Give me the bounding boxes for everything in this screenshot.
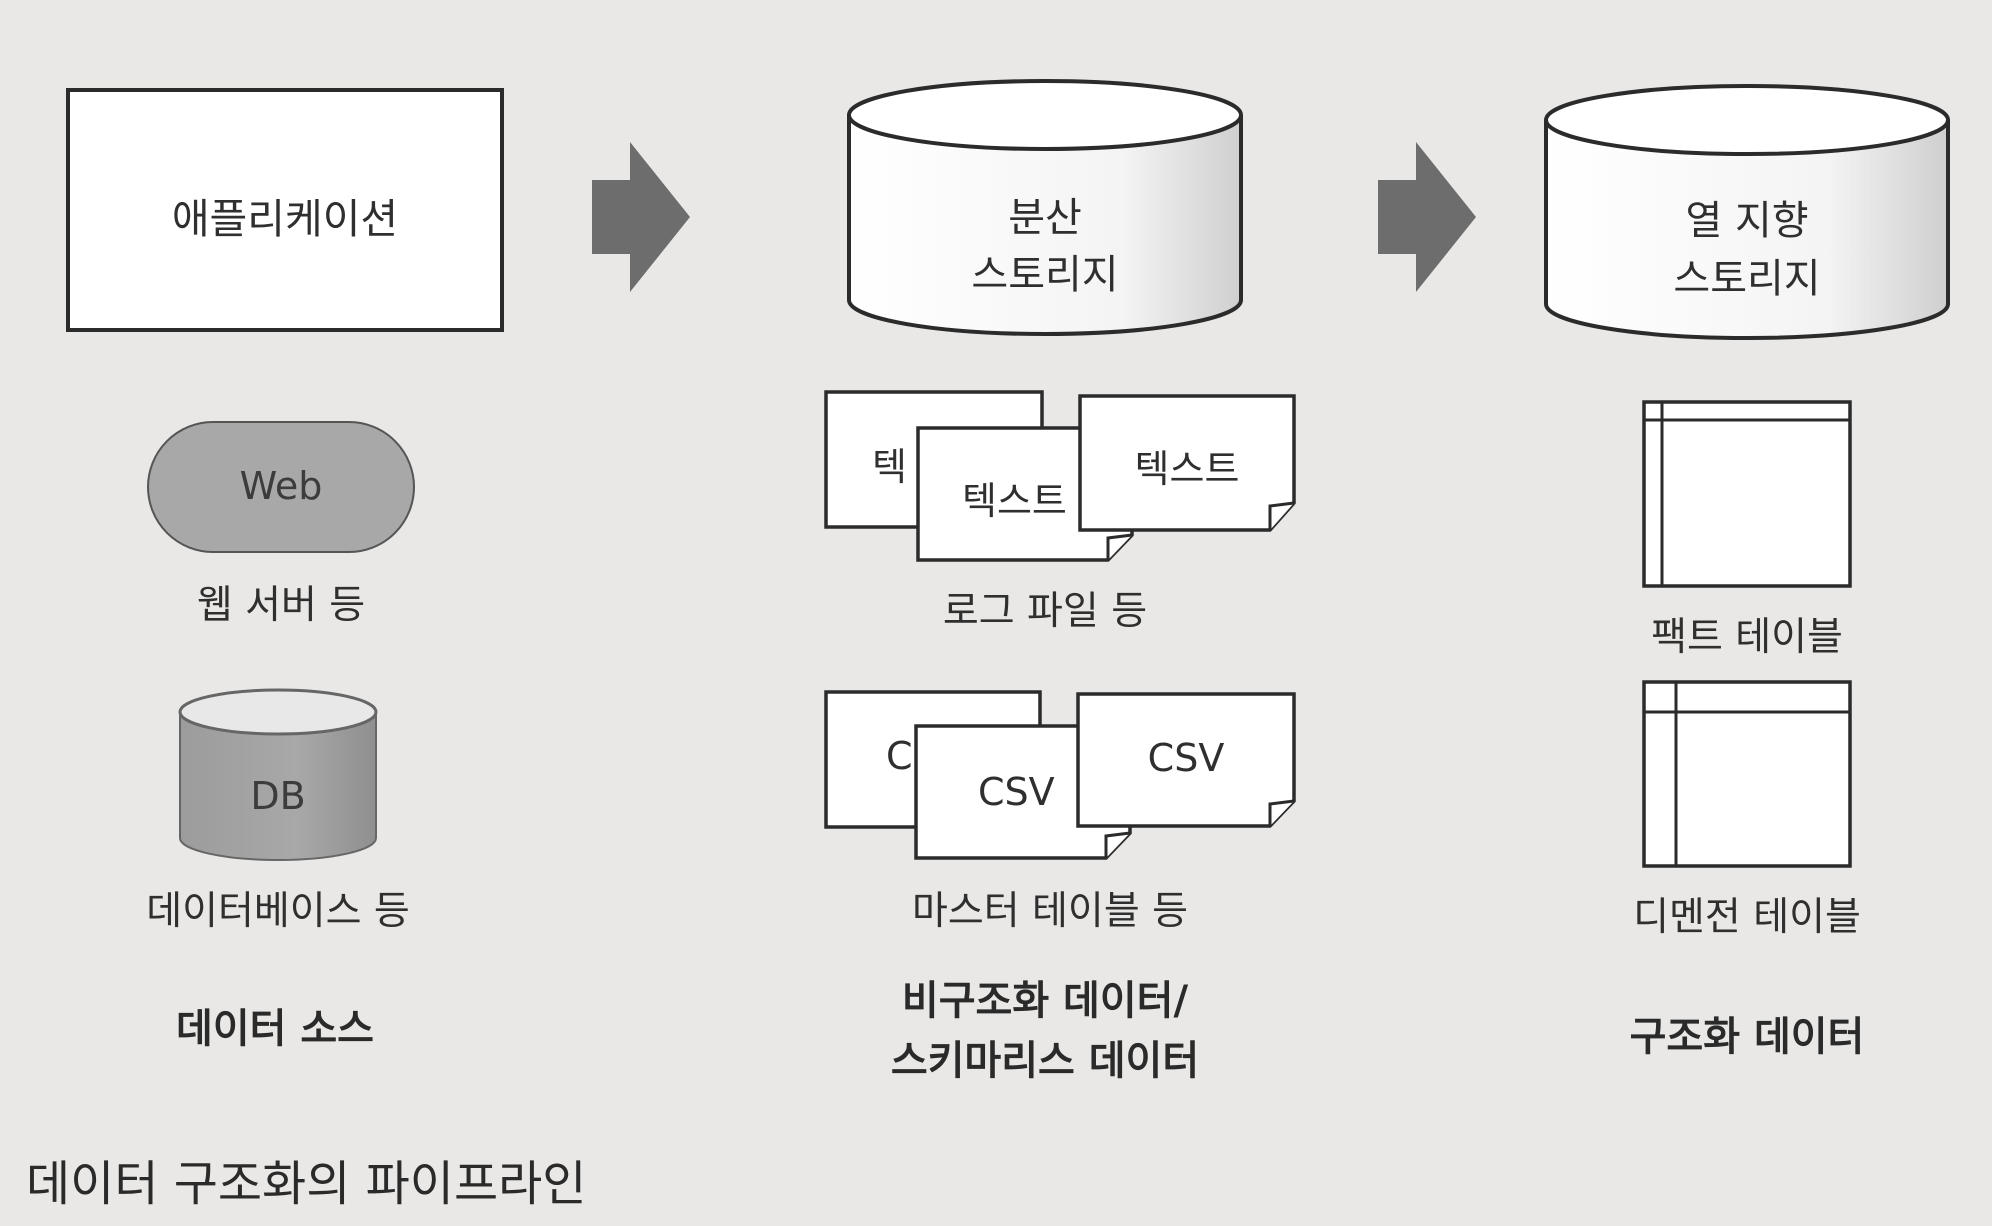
- csv-doc-front-label: CSV: [1147, 736, 1225, 780]
- csv-doc-front: [1076, 692, 1296, 828]
- application-box: [66, 88, 504, 332]
- db-label: DB: [250, 774, 306, 818]
- csv-doc-back-label: C: [886, 734, 913, 778]
- master-table-caption: 마스터 테이블 등: [912, 889, 1188, 934]
- distributed-storage-label-line2: 스토리지: [971, 252, 1119, 298]
- text-documents: [824, 390, 1296, 562]
- application-label: 애플리케이션: [171, 195, 399, 243]
- web-label: Web: [239, 464, 323, 508]
- flow-arrow-2: [1378, 142, 1476, 292]
- csv-documents: [824, 690, 1296, 860]
- data-source-caption: 데이터 소스: [176, 1006, 374, 1052]
- figure-title: 데이터 구조화의 파이프라인: [26, 1156, 587, 1212]
- text-doc-back-label: 텍: [872, 445, 907, 489]
- fact-table-caption: 팩트 테이블: [1651, 615, 1843, 660]
- database-caption: 데이터베이스 등: [146, 889, 410, 934]
- csv-doc-mid-label: CSV: [978, 770, 1055, 814]
- columnar-storage-label-line2: 스토리지: [1673, 256, 1821, 302]
- text-doc-front-label: 텍스트: [1134, 447, 1240, 491]
- web-server-caption: 웹 서버 등: [196, 583, 366, 628]
- columnar-storage-cylinder: [1544, 84, 1950, 340]
- web-server-pill: [147, 421, 415, 553]
- log-files-caption: 로그 파일 등: [942, 589, 1148, 634]
- fact-table-icon: [1642, 400, 1852, 588]
- dimension-table-caption: 디멘전 테이블: [1633, 895, 1861, 940]
- structured-caption: 구조화 데이터: [1629, 1014, 1865, 1060]
- distributed-storage-cylinder: [847, 79, 1243, 336]
- text-doc-mid-label: 텍스트: [962, 479, 1067, 523]
- dimension-table-icon: [1642, 680, 1852, 868]
- unstructured-caption-line2: 스키마리스 데이터: [890, 1038, 1200, 1084]
- db-cylinder: [178, 688, 378, 861]
- text-doc-front: [1078, 394, 1296, 532]
- distributed-storage-label-line1: 분산: [1008, 195, 1082, 241]
- columnar-storage-label-line1: 열 지향: [1685, 198, 1809, 244]
- unstructured-caption-line1: 비구조화 데이터/: [901, 978, 1189, 1024]
- flow-arrow-1: [592, 142, 690, 292]
